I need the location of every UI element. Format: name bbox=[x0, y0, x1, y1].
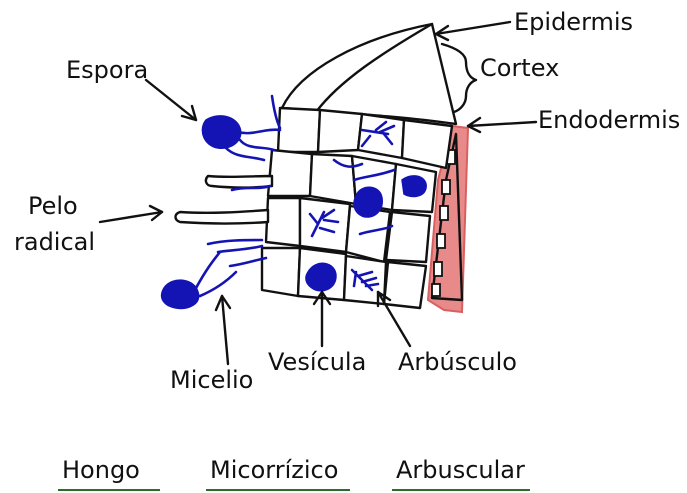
caption-word-1: Hongo bbox=[62, 456, 140, 484]
label-arbusculo: Arbúsculo bbox=[398, 348, 517, 376]
label-micelio: Micelio bbox=[170, 366, 253, 394]
label-espora: Espora bbox=[66, 56, 148, 84]
root-hair-upper bbox=[206, 176, 272, 188]
label-pelo-line1: Pelo bbox=[28, 192, 78, 220]
cortex-inner-curve bbox=[316, 24, 432, 112]
vesicle-2 bbox=[354, 187, 382, 217]
label-epidermis: Epidermis bbox=[514, 8, 633, 36]
spore-bottom bbox=[162, 280, 199, 308]
spore-top bbox=[202, 116, 240, 148]
label-cortex: Cortex bbox=[480, 54, 559, 82]
caption: Hongo Micorrízico Arbuscular bbox=[58, 456, 530, 490]
label-pelo-line2: radical bbox=[14, 228, 95, 256]
label-endodermis: Endodermis bbox=[538, 106, 680, 134]
caption-word-2: Micorrízico bbox=[210, 456, 338, 484]
label-vesicula: Vesícula bbox=[268, 348, 366, 376]
caption-word-3: Arbuscular bbox=[396, 456, 525, 484]
root-hair bbox=[176, 210, 269, 224]
vesicle-3 bbox=[402, 176, 426, 197]
